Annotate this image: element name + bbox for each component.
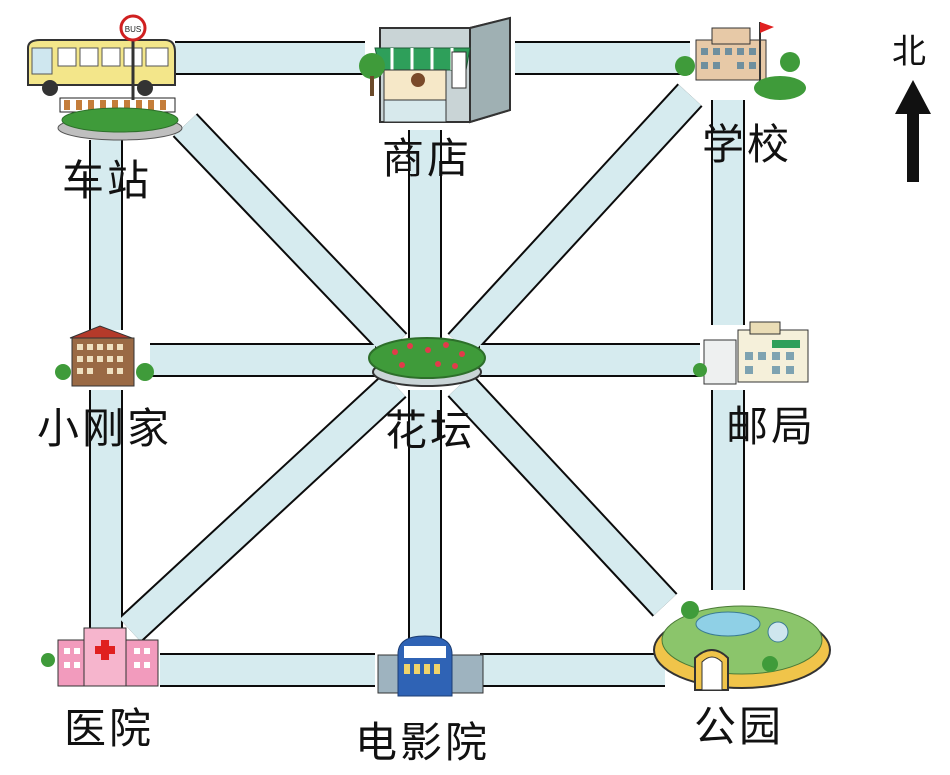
place-label-park: 公园 bbox=[694, 702, 785, 751]
post-office-icon bbox=[693, 321, 809, 385]
home-building-icon bbox=[55, 325, 154, 387]
school-building-icon bbox=[675, 22, 806, 100]
place-label-station: 车站 bbox=[62, 156, 153, 205]
flowerbed-icon bbox=[368, 337, 486, 387]
place-label-post-office: 邮局 bbox=[726, 402, 817, 451]
bus-station-icon: BUS bbox=[27, 14, 183, 141]
place-label-shop: 商店 bbox=[382, 134, 473, 183]
road-network bbox=[89, 41, 745, 687]
hospital-building-icon bbox=[41, 627, 159, 687]
cinema-building-icon bbox=[377, 635, 484, 697]
place-label-flowerbed: 花坛 bbox=[385, 406, 476, 455]
place-label-school: 学校 bbox=[702, 120, 793, 169]
park-icon bbox=[653, 601, 831, 691]
shop-building-icon bbox=[359, 16, 511, 124]
north-arrow-icon bbox=[895, 80, 931, 182]
place-label-home: 小刚家 bbox=[37, 404, 173, 453]
north-label: 北 bbox=[892, 32, 926, 72]
place-label-cinema: 电影院 bbox=[355, 718, 491, 767]
place-label-hospital: 医院 bbox=[64, 704, 155, 753]
svg-text:BUS: BUS bbox=[125, 25, 141, 34]
